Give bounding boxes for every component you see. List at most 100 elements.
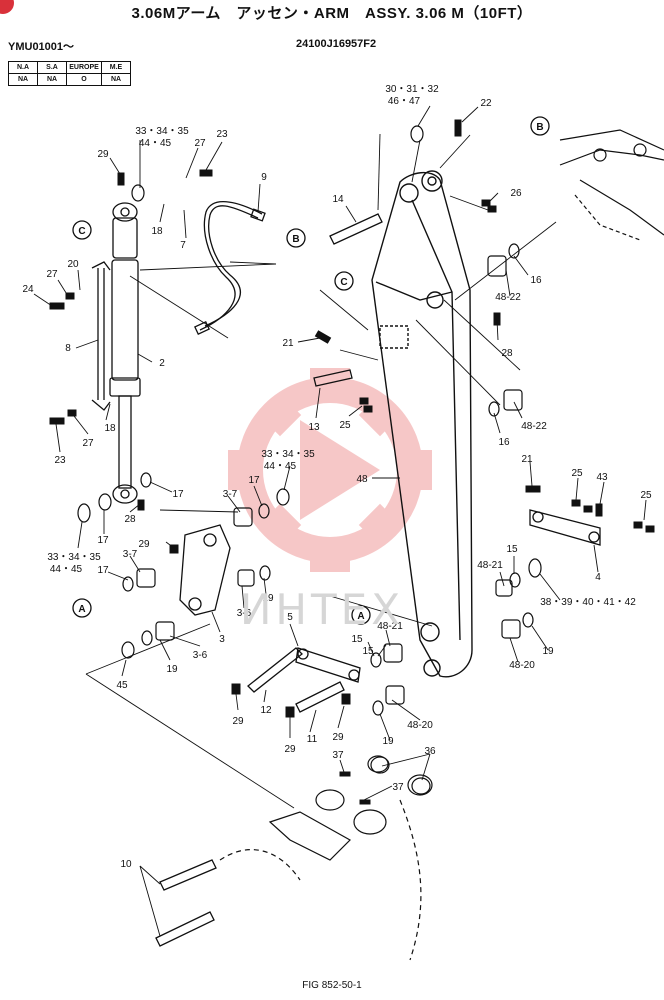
- label-48-21b: 48-21: [377, 621, 403, 632]
- label-15c: 15: [362, 646, 374, 657]
- callout-c-left: C: [72, 220, 92, 240]
- label-12: 12: [260, 705, 272, 716]
- label-23a: 23: [216, 129, 228, 140]
- label-25c: 25: [640, 490, 652, 501]
- label-17d: 17: [97, 565, 109, 576]
- label-29e: 29: [332, 732, 344, 743]
- label-45: 45: [116, 680, 128, 691]
- label-17b: 17: [172, 489, 184, 500]
- label-19b: 19: [382, 736, 394, 747]
- svg-text:C: C: [340, 277, 347, 288]
- callout-a-left: A: [72, 598, 92, 618]
- link-5: [295, 647, 361, 683]
- label-48: 48: [356, 474, 368, 485]
- label-13: 13: [308, 422, 320, 433]
- label-17a: 17: [248, 475, 260, 486]
- svg-text:B: B: [536, 122, 543, 133]
- label-17c: 17: [97, 535, 109, 546]
- label-10: 10: [120, 859, 132, 870]
- label-15a: 15: [506, 544, 518, 555]
- label-27b: 27: [46, 269, 58, 280]
- callout-b-top: B: [530, 116, 550, 136]
- region-value-me: NA: [101, 73, 131, 86]
- hydraulic-hose: [194, 200, 266, 336]
- label-2: 2: [159, 358, 165, 369]
- boom-tip: [559, 129, 664, 241]
- label-36: 36: [424, 746, 436, 757]
- svg-text:B: B: [292, 234, 299, 245]
- label-16a: 16: [530, 275, 542, 286]
- part-labels: 30・31・32 46・47 22 26 14 16 48-22 28 21 1…: [22, 84, 652, 870]
- label-37a: 37: [332, 750, 344, 761]
- label-20: 20: [67, 259, 79, 270]
- label-9: 9: [261, 172, 267, 183]
- label-26: 26: [510, 188, 522, 199]
- bucket-link-3: [179, 524, 231, 616]
- svg-text:C: C: [78, 226, 85, 237]
- watermark-text: ИНТЕХ: [240, 585, 404, 634]
- label-24: 24: [22, 284, 34, 295]
- label-15b: 15: [351, 634, 363, 645]
- corner-badge: [0, 0, 14, 14]
- svg-text:A: A: [357, 611, 364, 622]
- label-33-35b: 33・34・35: [261, 449, 315, 460]
- label-48-21a: 48-21: [477, 560, 503, 571]
- figure-number: FIG 852-50-1: [302, 980, 362, 991]
- serial-range: YMU01001〜: [8, 41, 75, 53]
- label-22: 22: [480, 98, 492, 109]
- label-37b: 37: [392, 782, 404, 793]
- region-table: N.A S.A EUROPE M.E NA NA O NA: [8, 61, 131, 86]
- label-48-22b: 48-22: [521, 421, 547, 432]
- label-33-35a: 33・34・35: [135, 126, 189, 137]
- svg-text:A: A: [78, 604, 85, 615]
- label-46-47: 46・47: [388, 96, 421, 107]
- label-19a: 19: [542, 646, 554, 657]
- callout-a-mid: A: [351, 605, 371, 625]
- label-33-35c: 33・34・35: [47, 552, 101, 563]
- page-title: 3.06Mアーム アッセン・ARM ASSY. 3.06 M（10FT）: [131, 5, 533, 22]
- arm-body: [371, 170, 473, 678]
- label-21a: 21: [282, 338, 294, 349]
- label-48-20a: 48-20: [509, 660, 535, 671]
- label-14: 14: [332, 194, 344, 205]
- label-21b: 21: [521, 454, 533, 465]
- label-43: 43: [596, 472, 608, 483]
- label-44-45c: 44・45: [50, 564, 83, 575]
- label-27c: 27: [82, 438, 94, 449]
- label-29a: 29: [97, 149, 109, 160]
- leader-lines: [33, 105, 647, 937]
- label-3-7b: 3-7: [123, 549, 138, 560]
- label-44-45a: 44・45: [139, 138, 172, 149]
- region-value-na: NA: [8, 73, 38, 86]
- label-48-22a: 48-22: [495, 292, 521, 303]
- assembly-part-number: 24100J16957F2: [296, 38, 377, 50]
- label-8: 8: [65, 343, 71, 354]
- bushings: [77, 125, 542, 795]
- label-18a: 18: [151, 226, 163, 237]
- region-value-sa: NA: [37, 73, 67, 86]
- label-27a: 27: [194, 138, 206, 149]
- label-29d: 29: [284, 744, 296, 755]
- label-30-31-32: 30・31・32: [385, 84, 439, 95]
- label-38-42: 38・39・40・41・42: [540, 597, 636, 608]
- pins: [155, 213, 383, 947]
- label-3-6b: 3-6: [193, 650, 208, 661]
- label-16b: 16: [498, 437, 510, 448]
- label-3-6a: 3-6: [237, 608, 252, 619]
- label-25a: 25: [339, 420, 351, 431]
- label-28b: 28: [124, 514, 136, 525]
- label-4: 4: [595, 572, 601, 583]
- callout-b-hose: B: [286, 228, 306, 248]
- label-19d: 19: [166, 664, 178, 675]
- label-29c: 29: [232, 716, 244, 727]
- link-4: [529, 509, 601, 546]
- label-18b: 18: [104, 423, 116, 434]
- bucket-bosses: [219, 755, 433, 961]
- label-23b: 23: [54, 455, 66, 466]
- label-3: 3: [219, 634, 225, 645]
- bucket-cylinder: [91, 202, 141, 504]
- watermark-logo: [228, 368, 432, 572]
- label-5: 5: [287, 612, 293, 623]
- label-25b: 25: [571, 468, 583, 479]
